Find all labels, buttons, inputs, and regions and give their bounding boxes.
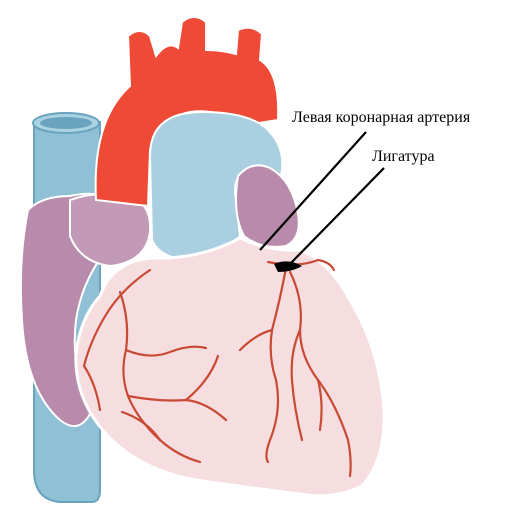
label-ligature: Лигатура bbox=[372, 149, 435, 165]
label-left-coronary-artery: Левая коронарная артерия bbox=[292, 110, 470, 126]
left-atrial-appendage bbox=[236, 165, 299, 247]
leader-line-ligature bbox=[288, 168, 384, 266]
ventricles bbox=[76, 238, 384, 496]
